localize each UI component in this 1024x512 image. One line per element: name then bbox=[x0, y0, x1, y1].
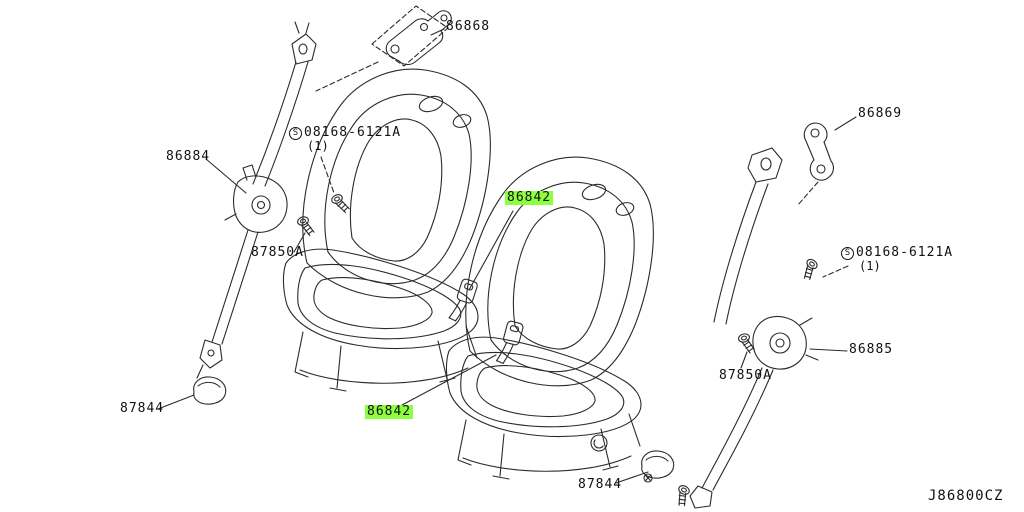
part-87844-bottom-drawing bbox=[641, 450, 675, 483]
part-label-86869: 86869 bbox=[858, 106, 903, 121]
qty-label-right: (1) bbox=[859, 259, 881, 273]
seat-right-drawing bbox=[445, 156, 654, 480]
bolt-anchor-bottom-drawing bbox=[671, 483, 693, 509]
belt-assembly-left-drawing bbox=[196, 21, 317, 379]
part-label-08168-6121a-left: S 08168-6121A bbox=[289, 125, 402, 140]
part-87844-left-drawing bbox=[193, 376, 227, 405]
part-label-86868: 86868 bbox=[446, 19, 491, 34]
part-number-text: 08168-6121A bbox=[304, 125, 402, 140]
leader-lines bbox=[157, 28, 857, 484]
part-label-86885: 86885 bbox=[849, 342, 894, 357]
part-label-86884: 86884 bbox=[166, 149, 211, 164]
standard-part-s-icon: S bbox=[841, 246, 854, 260]
part-label-08168-6121a-right: S 08168-6121A bbox=[841, 245, 954, 260]
part-label-87844-bottom: 87844 bbox=[578, 477, 623, 492]
part-86868-drawing bbox=[371, 5, 452, 67]
part-label-87850a-left: 87850A bbox=[251, 245, 304, 260]
part-86869-drawing bbox=[803, 122, 834, 181]
standard-part-s-icon: S bbox=[289, 126, 302, 140]
bolt-87850a-right-drawing bbox=[737, 331, 756, 356]
dashed-leader-lines bbox=[315, 61, 849, 278]
part-label-87844-left: 87844 bbox=[120, 401, 165, 416]
part-label-86842-lower[interactable]: 86842 bbox=[365, 404, 414, 420]
part-label-86842-upper[interactable]: 86842 bbox=[505, 190, 554, 206]
bolt-08168-right-drawing bbox=[797, 257, 821, 282]
bolt-87850a-left-drawing bbox=[295, 214, 316, 239]
part-86842-upper-drawing bbox=[448, 277, 479, 325]
qty-label-left: (1) bbox=[307, 139, 329, 153]
bolt-08168-left-drawing bbox=[329, 191, 351, 217]
part-label-87850a-right: 87850A bbox=[719, 368, 772, 383]
diagram-code: J86800CZ bbox=[928, 488, 1004, 504]
part-number-text: 08168-6121A bbox=[856, 245, 954, 260]
belt-assembly-right-drawing bbox=[689, 147, 819, 509]
